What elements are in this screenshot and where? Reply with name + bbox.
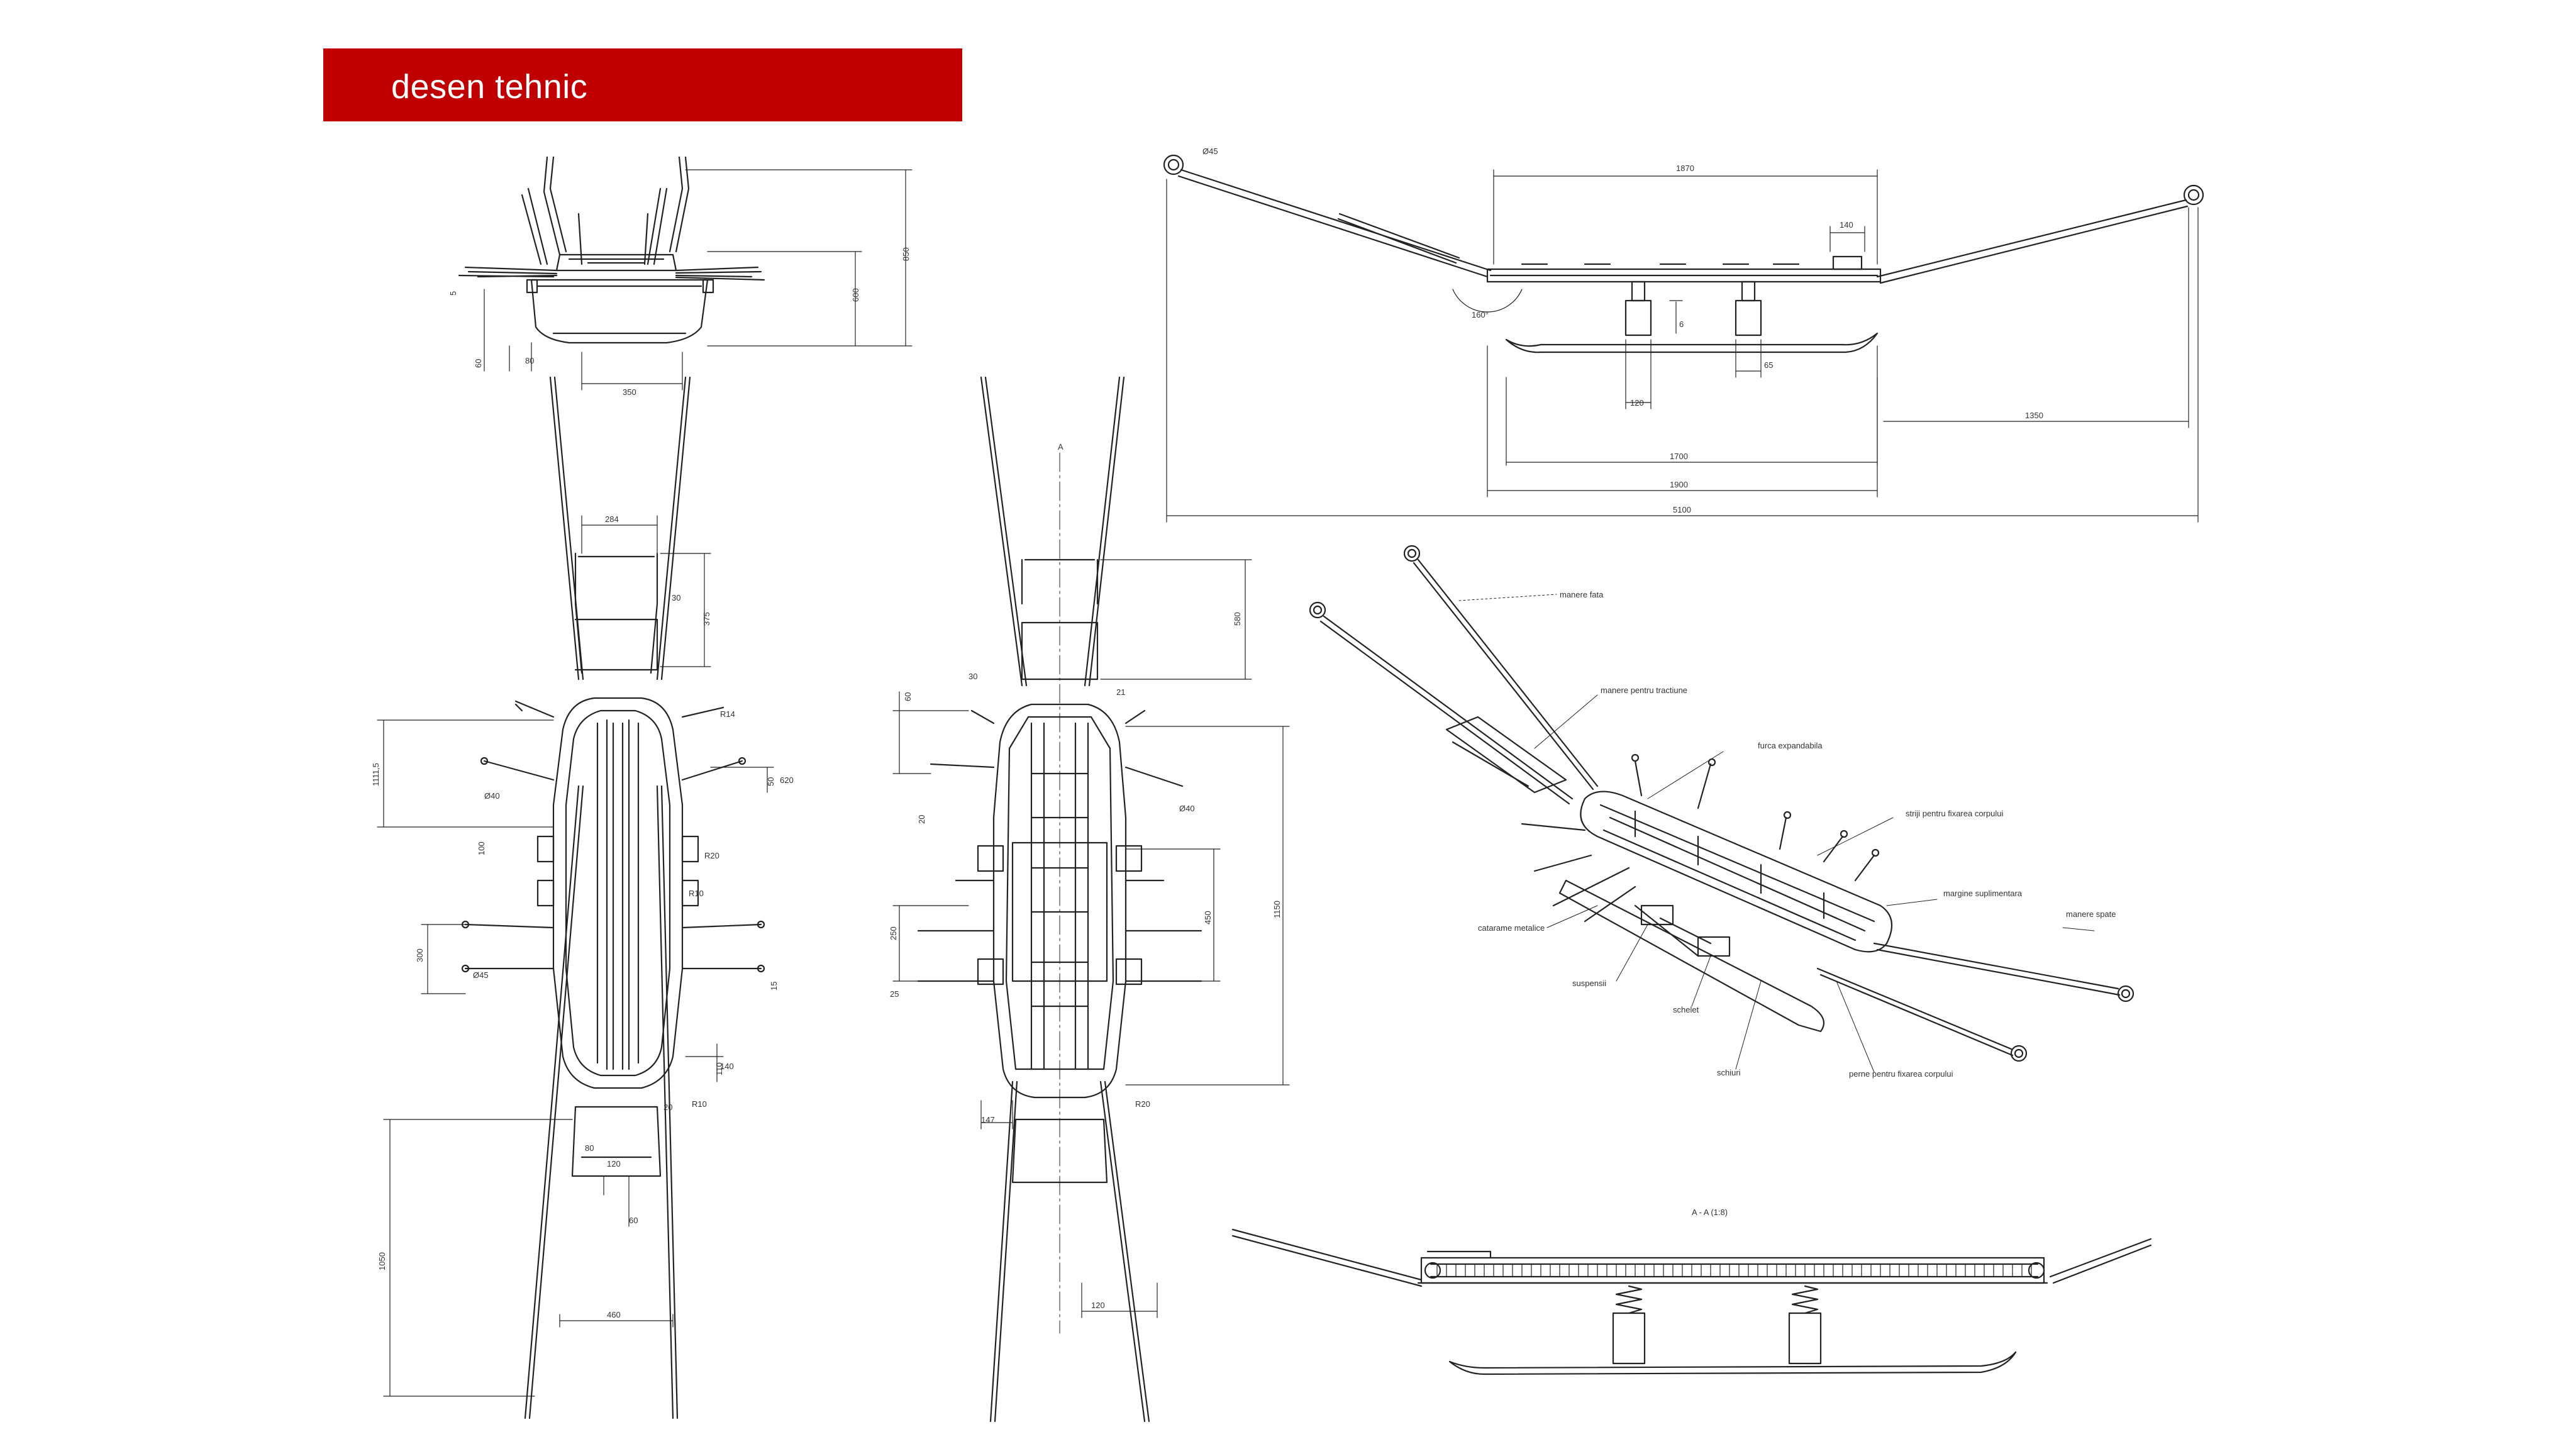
dim-front-80: 80	[525, 356, 534, 365]
label-catarame-metalice: cataramе metalice	[1478, 923, 1545, 933]
dim-tl-20: 20	[663, 1102, 672, 1112]
dim-tl-460: 460	[607, 1310, 621, 1319]
side-view	[1163, 154, 2204, 523]
dim-front-5: 5	[448, 291, 458, 296]
dim-sv-1900: 1900	[1670, 480, 1688, 489]
dim-tl-o45: Ø45	[473, 970, 489, 980]
dim-tl-30: 30	[672, 593, 680, 602]
front-view-dims: 850 600 350 60 80 5	[448, 247, 911, 397]
section-view	[1231, 1228, 2152, 1375]
label-schelet: schelet	[1673, 1005, 1699, 1014]
dim-tl-r10: R10	[689, 889, 704, 898]
dim-sv-5100: 5100	[1673, 505, 1691, 514]
label-manere-spate: manere spate	[2066, 909, 2116, 919]
side-view-dims: Ø45 1870 140 160° 1700 1900 65 120 1350 …	[1202, 147, 2043, 514]
dim-tl-110: 110	[714, 1062, 724, 1075]
dim-front-600: 600	[851, 288, 860, 302]
dim-tm-25: 25	[890, 989, 899, 999]
label-manere-fata: manere fata	[1560, 590, 1604, 599]
dim-tl-284: 284	[605, 514, 619, 524]
top-view-left	[377, 376, 774, 1419]
dim-tl-1050: 1050	[377, 1252, 387, 1270]
dim-tm-250: 250	[889, 926, 898, 940]
dim-tm-147: 147	[981, 1115, 995, 1124]
dim-tl-140: 140	[720, 1062, 734, 1071]
dim-tl-50: 50	[766, 777, 775, 786]
dim-sv-6: 6	[1679, 319, 1684, 329]
top-view-left-dims: 284 375 30 R14 Ø40 100 R20 R10 300 Ø45 5…	[371, 514, 794, 1319]
dim-tl-r10b: R10	[692, 1099, 707, 1109]
dim-tm-1150: 1150	[1272, 901, 1282, 918]
dim-tm-580: 580	[1233, 612, 1242, 626]
top-view-middle-dims: A 580 60 30 21 20 1150 450 250 25 147 12…	[889, 442, 1282, 1310]
dim-sv-65: 65	[1764, 360, 1773, 370]
dim-sv-1700: 1700	[1670, 452, 1688, 461]
slide-title: desen tehnic	[391, 68, 588, 106]
section-aa-title: A - A (1:8)	[1692, 1208, 1728, 1217]
dim-tl-100: 100	[477, 841, 486, 855]
section-mark-a: A	[1058, 442, 1063, 452]
dim-tl-r14: R14	[720, 709, 735, 719]
dim-tl-375: 375	[702, 612, 711, 626]
section-view-title: A - A (1:8)	[1692, 1208, 1728, 1217]
dim-front-350: 350	[623, 387, 636, 397]
perspective-labels: manere fata manere pentru tractiune furc…	[1478, 590, 2116, 1079]
dim-tm-r20: R20	[1135, 1099, 1150, 1109]
dim-sv-1870: 1870	[1676, 164, 1694, 173]
dim-tl-300: 300	[415, 948, 425, 962]
dim-tm-450: 450	[1203, 911, 1213, 924]
dim-tm-20: 20	[917, 815, 926, 824]
dim-tl-o40: Ø40	[484, 791, 500, 801]
label-striji-fixare: striji pentru fixarea corpului	[1906, 809, 2003, 818]
label-perne-fixare: perne pentru fixarea corpului	[1849, 1069, 1953, 1079]
dim-tl-620: 620	[780, 775, 794, 785]
dim-tl-120: 120	[607, 1159, 621, 1169]
front-view	[458, 156, 913, 391]
top-view-middle	[892, 376, 1290, 1423]
dim-sv-160deg: 160°	[1472, 310, 1489, 319]
label-margine-suplimentara: margine suplimentara	[1943, 889, 2023, 898]
dim-tl-60: 60	[629, 1216, 638, 1225]
dim-tl-80: 80	[585, 1143, 594, 1153]
dim-tm-60: 60	[903, 692, 913, 701]
dim-tm-30: 30	[969, 672, 977, 681]
dim-tl-15: 15	[769, 982, 779, 991]
label-suspensii: suspensii	[1572, 979, 1606, 988]
label-schiuri: schiuri	[1717, 1068, 1741, 1077]
dim-tl-r20: R20	[704, 851, 719, 860]
dim-front-850: 850	[901, 247, 911, 261]
dim-tm-21: 21	[1116, 687, 1125, 697]
dim-sv-o45: Ø45	[1202, 147, 1218, 156]
title-bar: desen tehnic	[323, 48, 962, 121]
dim-sv-140: 140	[1840, 220, 1853, 230]
dim-sv-120: 120	[1630, 398, 1644, 408]
perspective-view	[1309, 545, 2135, 1073]
dim-sv-1350: 1350	[2025, 411, 2043, 420]
dim-front-60: 60	[474, 359, 483, 368]
dim-tm-120: 120	[1091, 1301, 1105, 1310]
dim-tl-1111: 1111,5	[371, 763, 380, 786]
label-furca-expandabila: furca expandabila	[1758, 741, 1823, 750]
label-manere-tractiune: manere pentru tractiune	[1601, 686, 1687, 695]
dim-tm-o40: Ø40	[1179, 804, 1195, 813]
